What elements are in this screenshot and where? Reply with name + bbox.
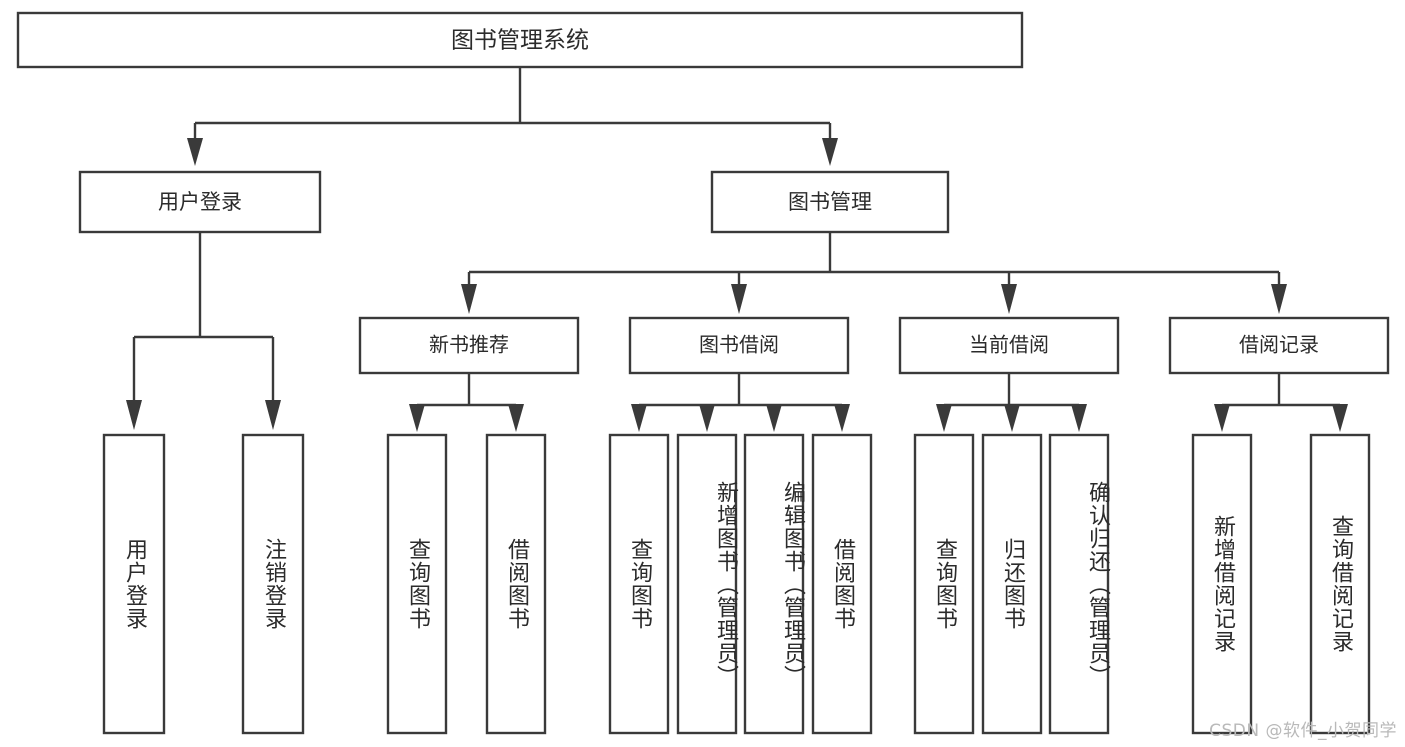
node-label-borrow-record: 借阅记录	[1239, 333, 1319, 357]
arrow-head-query-borrow-record	[1332, 404, 1348, 432]
node-label-root: 图书管理系统	[451, 28, 589, 54]
node-box-book-borrow[interactable]	[628, 316, 850, 375]
node-label-user-login: 用户登录	[158, 190, 242, 214]
arrow-head-user-login-do	[126, 400, 142, 430]
node-box-user-login[interactable]	[78, 170, 322, 234]
node-box-add-book-admin[interactable]	[676, 433, 738, 735]
node-box-add-borrow-record[interactable]	[1191, 433, 1253, 735]
node-label-current-borrow: 当前借阅	[969, 333, 1049, 357]
arrow-head-add-borrow-record	[1214, 404, 1230, 432]
arrow-head-confirm-return-admin	[1071, 404, 1087, 432]
arrow-head-user-login	[187, 138, 203, 166]
node-box-return-book[interactable]	[981, 433, 1043, 735]
arrow-head-add-book-admin	[699, 404, 715, 432]
node-box-query-borrow-record[interactable]	[1309, 433, 1371, 735]
connector-group-new-book-recommend	[409, 373, 524, 432]
watermark-text: CSDN @软件_小贺同学	[1209, 721, 1397, 741]
arrow-head-user-logout	[265, 400, 281, 430]
arrow-head-query-book-2	[631, 404, 647, 432]
node-box-book-management[interactable]	[710, 170, 950, 234]
node-box-query-book-1[interactable]	[386, 433, 448, 735]
arrow-head-query-book-1	[409, 404, 425, 432]
node-label-new-book-recommend: 新书推荐	[429, 333, 509, 357]
node-box-root[interactable]	[16, 11, 1024, 69]
node-label-book-management: 图书管理	[788, 190, 872, 214]
connector-group-root	[187, 67, 838, 166]
arrow-head-borrow-record	[1271, 284, 1287, 314]
connector-group-current-borrow	[936, 373, 1087, 432]
node-box-borrow-book-1[interactable]	[485, 433, 547, 735]
connector-group-borrow-record	[1214, 373, 1348, 432]
node-box-query-book-2[interactable]	[608, 433, 670, 735]
node-box-current-borrow[interactable]	[898, 316, 1120, 375]
connector-group-book-mgmt	[461, 232, 1287, 314]
arrow-head-borrow-book-1	[508, 404, 524, 432]
node-box-edit-book-admin[interactable]	[743, 433, 805, 735]
node-box-borrow-book-2[interactable]	[811, 433, 873, 735]
arrow-head-return-book	[1004, 404, 1020, 432]
arrow-head-book-borrow	[731, 284, 747, 314]
arrow-head-edit-book-admin	[766, 404, 782, 432]
node-box-new-book-recommend[interactable]	[358, 316, 580, 375]
connector-group-book-borrow	[631, 373, 850, 432]
node-box-confirm-return-admin[interactable]	[1048, 433, 1110, 735]
arrow-head-borrow-book-2	[834, 404, 850, 432]
node-box-borrow-record[interactable]	[1168, 316, 1390, 375]
arrow-head-new-book-recommend	[461, 284, 477, 314]
arrow-head-book-mgmt	[822, 138, 838, 166]
node-box-query-book-3[interactable]	[913, 433, 975, 735]
arrow-head-current-borrow	[1001, 284, 1017, 314]
arrow-head-query-book-3	[936, 404, 952, 432]
connector-group-user-login	[126, 232, 281, 430]
node-box-user-logout[interactable]	[241, 433, 305, 735]
node-box-user-login-do[interactable]	[102, 433, 166, 735]
node-label-book-borrow: 图书借阅	[699, 333, 779, 357]
